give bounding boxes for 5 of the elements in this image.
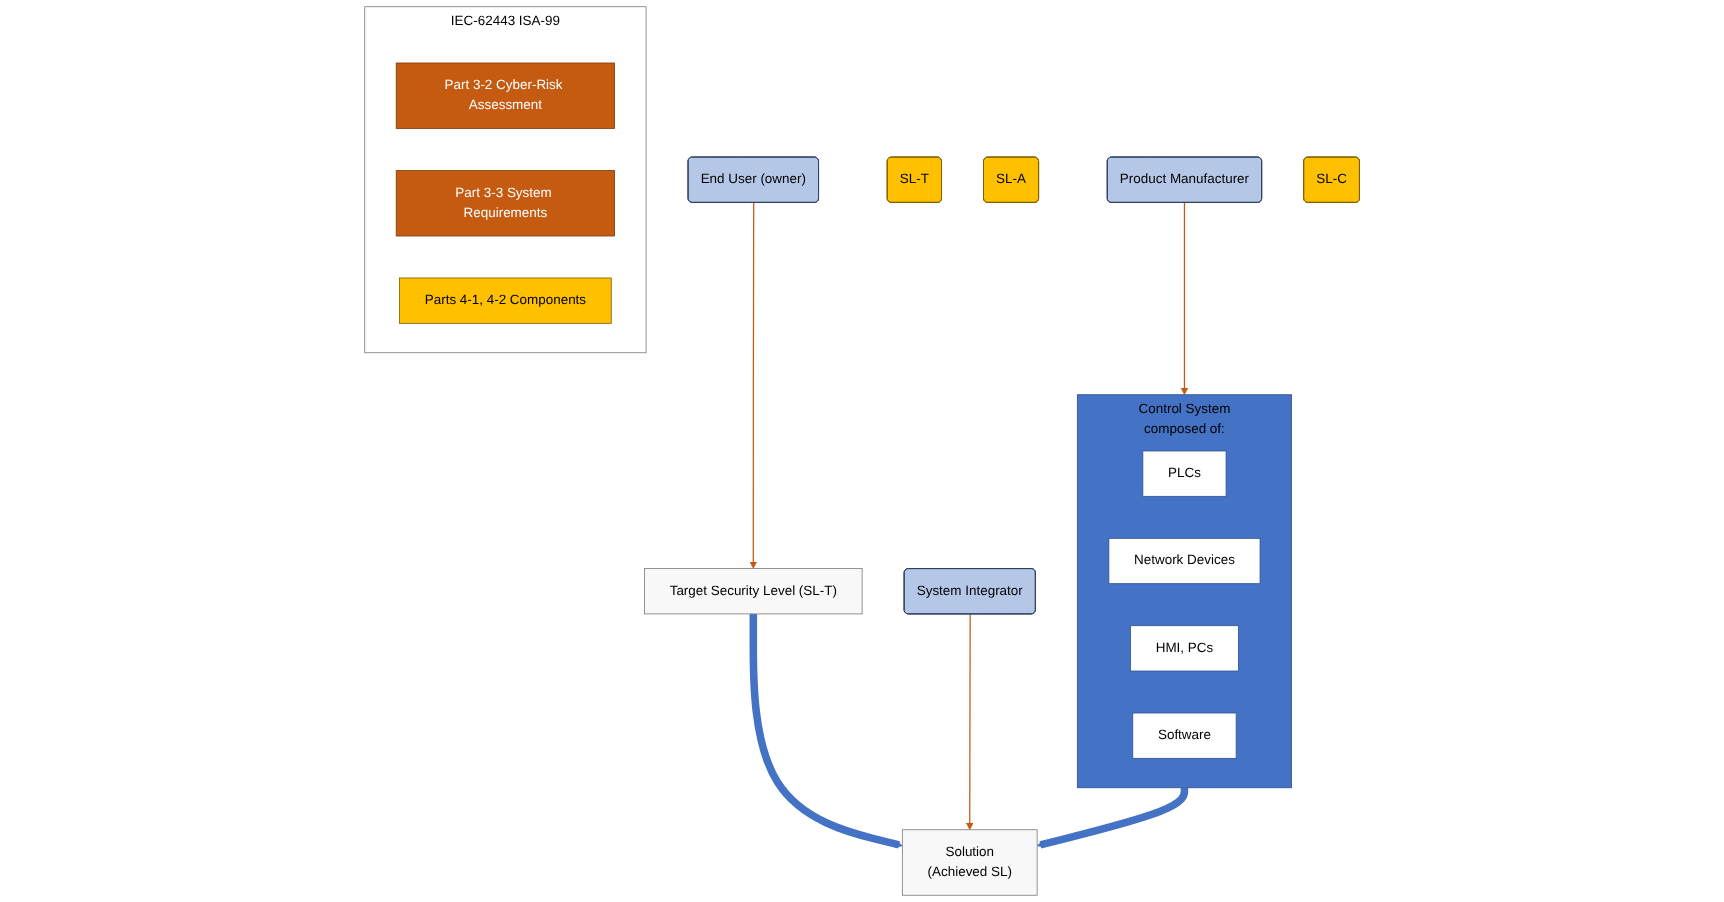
- arrow: [1036, 787, 1189, 849]
- arrow: [965, 613, 974, 831]
- arrow: [749, 613, 903, 849]
- arrow: [1180, 201, 1189, 396]
- arrow: [749, 202, 757, 569]
